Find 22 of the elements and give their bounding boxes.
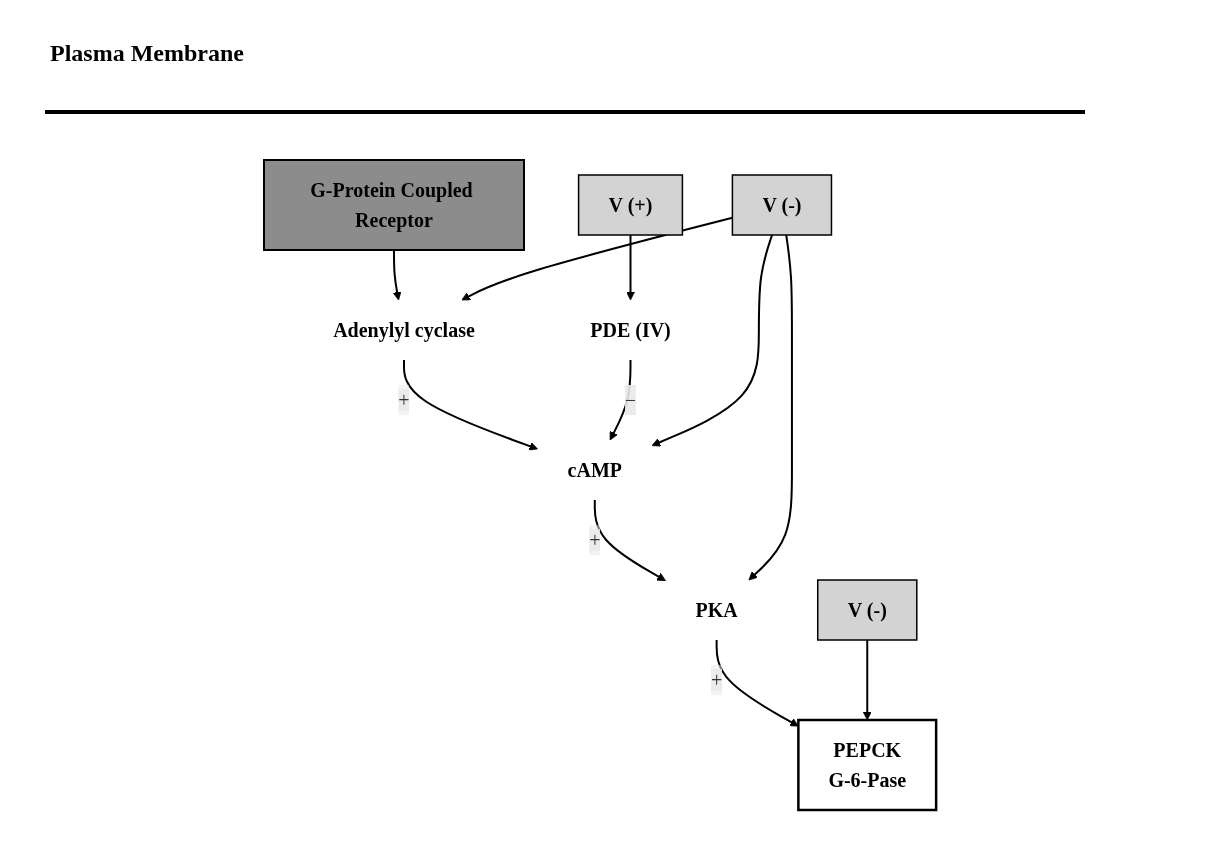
arrow	[402, 359, 538, 451]
node-box: G-Protein Coupled Receptor	[262, 159, 525, 251]
arrow	[626, 234, 635, 301]
node-text: PDE (IV)	[590, 319, 671, 341]
node-text: PKA	[695, 599, 738, 621]
edge-label: −	[624, 389, 637, 411]
arrow	[748, 234, 793, 581]
arrow	[651, 234, 773, 447]
membrane-label: Plasma Membrane	[50, 40, 245, 67]
arrow	[593, 499, 666, 582]
edge-label: +	[589, 529, 601, 551]
node-box: PEPCK G-6-Pase	[797, 718, 938, 812]
arrow	[862, 639, 872, 721]
arrow	[392, 249, 402, 301]
edge-label: +	[398, 389, 410, 411]
node-text: cAMP	[567, 459, 622, 481]
node-box: V (-)	[816, 579, 918, 641]
node-box: V (+)	[577, 174, 684, 236]
node-box: V (-)	[731, 174, 833, 236]
arrow	[715, 639, 799, 727]
node-text: Adenylyl cyclase	[333, 319, 475, 341]
edge-label: +	[710, 669, 723, 691]
